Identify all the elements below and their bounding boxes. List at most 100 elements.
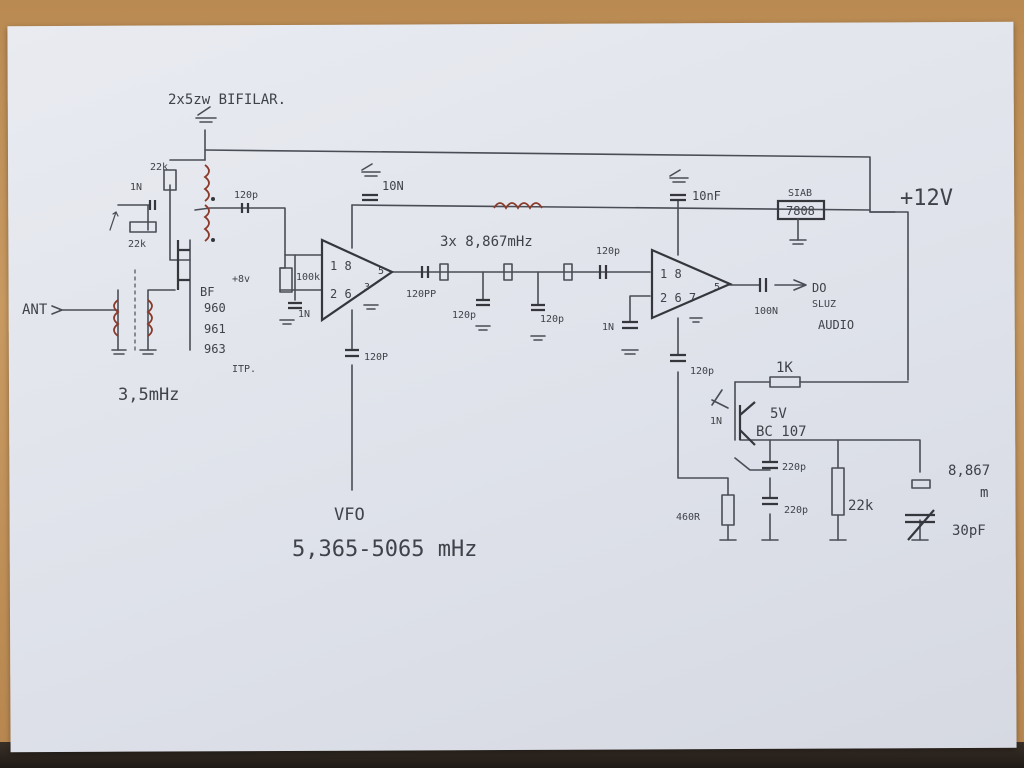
resistor-22k-right-icon	[831, 467, 845, 516]
phase-dot-icon	[211, 197, 215, 201]
output-label-do: DO	[812, 281, 826, 295]
capacitor-1n-left-icon	[148, 200, 157, 210]
ground-icon	[111, 349, 127, 355]
bifilar-coil-b-icon	[203, 204, 210, 242]
capacitor-120p-filter2-icon	[531, 303, 545, 312]
ground-icon	[689, 317, 703, 323]
capacitor-220p-a-icon	[762, 460, 778, 470]
crystal-filter-note: 3x 8,867mHz	[440, 234, 533, 250]
bfo-crystal-label: 8,867	[948, 463, 990, 479]
ground-icon	[279, 319, 295, 325]
regulator-7808-icon	[776, 199, 826, 221]
mixer1-pin5: 5	[378, 266, 384, 277]
transistor-bc-label: BC 107	[756, 424, 807, 440]
capacitor-100n-icon	[758, 278, 768, 292]
transistor-bf-963: 963	[204, 342, 226, 356]
mixer2-in2-wire	[629, 295, 651, 323]
capacitor-100n-label: 100N	[754, 306, 778, 317]
regulator-top-label: SIAB	[788, 188, 812, 199]
capacitor-120p-mixer2-icon	[670, 353, 686, 363]
wiring	[59, 129, 921, 541]
pot-100k-icon	[279, 267, 293, 293]
antenna-arrow-icon	[51, 305, 63, 315]
capacitor-220p-a-label: 220p	[782, 462, 806, 473]
resistor-22k-right-label: 22k	[848, 498, 874, 514]
audio-out-arrow-icon	[793, 279, 807, 291]
capacitor-120p-a-label: 120p	[234, 190, 258, 201]
ground-icon	[361, 163, 381, 177]
mixer1-pins-bottom: 2 6	[330, 287, 352, 301]
capacitor-120p-filter2-label: 120p	[540, 314, 564, 325]
trimmer-arrow-icon	[711, 389, 729, 409]
capacitor-120pp-label: 120PP	[406, 289, 436, 300]
supply-label: +12V	[900, 186, 953, 211]
capacitor-120p-vfo-label: 120P	[364, 352, 388, 363]
trimmer-1n-label: 1N	[710, 416, 722, 427]
antenna-coil-icon	[113, 299, 120, 337]
bias-wire	[117, 204, 151, 231]
capacitor-1n-left-label: 1N	[130, 182, 142, 193]
capacitor-1n-mixer2-icon	[622, 320, 638, 330]
mixer2-pin5: 5	[714, 282, 720, 293]
capacitor-220p-b-icon	[762, 496, 778, 506]
ground-icon	[363, 304, 379, 310]
bfo-emitter-wire	[734, 457, 771, 471]
bifilar-note: 2x5zw BIFILAR.	[168, 92, 286, 108]
capacitor-30pf-trimmer-icon	[905, 509, 935, 541]
ground-icon	[195, 106, 217, 123]
regulator-label: 7808	[786, 204, 815, 218]
transistor-bc107-icon	[738, 401, 756, 446]
bifilar-coil-a-icon	[203, 164, 210, 202]
transistor-bf-960: 960	[204, 301, 226, 315]
plus-8v-label: +8v	[232, 274, 250, 285]
resistor-22k-left-label: 22k	[128, 239, 146, 250]
output-label-audio: AUDIO	[818, 318, 854, 332]
capacitor-30pf-label: 30pF	[952, 523, 986, 539]
resistor-down-wire	[169, 184, 191, 261]
ground-icon	[621, 349, 639, 355]
mixer2-pins-bottom: 2 6 7	[660, 291, 696, 305]
grounds	[111, 106, 929, 541]
second-rail-wire	[351, 204, 871, 211]
bfo-crystal-unit: m	[980, 485, 988, 501]
resistor-1k-icon	[769, 376, 801, 388]
crystal-2-icon	[503, 263, 513, 281]
ground-icon	[475, 325, 491, 331]
resistor-1k-label: 1K	[776, 360, 793, 376]
ground-icon	[139, 349, 157, 355]
capacitor-10nf-icon	[670, 193, 686, 202]
capacitor-120p-filter1-icon	[476, 298, 490, 307]
capacitor-120p-filter1-label: 120p	[452, 310, 476, 321]
vfo-title: VFO	[334, 505, 365, 525]
resistor-22k-top-icon	[163, 169, 177, 191]
transistor-bf-961: 961	[204, 322, 226, 336]
tuned-coil-icon	[146, 299, 153, 337]
capacitor-220p-b-label: 220p	[784, 505, 808, 516]
crystal-3-icon	[563, 263, 573, 281]
capacitor-120p-b-label: 120p	[596, 246, 620, 257]
vfo-range: 5,365-5065 mHz	[292, 537, 477, 562]
resistor-22k-left-icon	[129, 221, 157, 233]
capacitor-120p-mixer2-label: 120p	[690, 366, 714, 377]
capacitor-10nf-label: 10nF	[692, 189, 721, 203]
capacitor-1n-mixer2-label: 1N	[602, 322, 614, 333]
capacitor-120p-a-icon	[240, 203, 250, 213]
tuning-arrow-icon	[109, 211, 119, 231]
antenna-label: ANT	[22, 302, 48, 318]
transistor-bf-icon	[176, 240, 190, 290]
mixer2-triangle-icon	[650, 248, 733, 320]
input-frequency-note: 3,5mHz	[118, 385, 179, 405]
resistor-460r-icon	[721, 494, 735, 526]
capacitor-120p-b-icon	[598, 265, 608, 279]
five-volt-label: 5V	[770, 406, 787, 422]
capacitor-1n-bottom-label: 1N	[298, 309, 310, 320]
ground-icon	[669, 169, 689, 183]
capacitors	[148, 193, 935, 541]
resistor-460r-label: 460R	[676, 512, 701, 523]
capacitor-10n-icon	[362, 193, 378, 202]
capacitor-120p-vfo-icon	[345, 348, 359, 358]
mixer1-pin3: 3	[364, 282, 370, 293]
resistor-22k-top-label: 22k	[150, 162, 168, 173]
crystal-1-icon	[439, 263, 449, 281]
